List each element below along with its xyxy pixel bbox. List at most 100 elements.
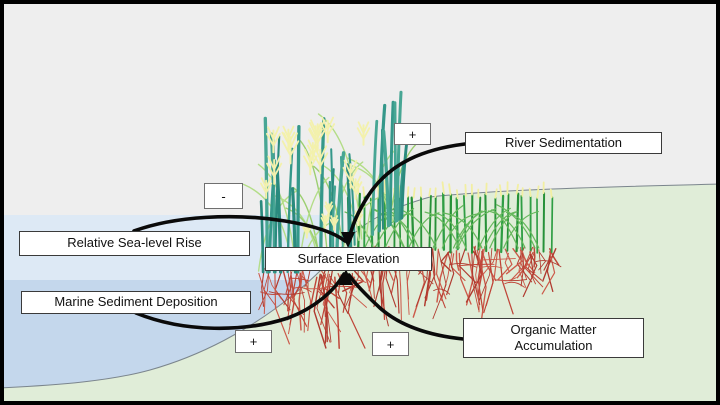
plant-stroke bbox=[326, 123, 336, 137]
plant-stroke bbox=[491, 209, 519, 249]
plant-stroke bbox=[357, 121, 365, 134]
node-relative-sea-level-rise-label: Relative Sea-level Rise bbox=[67, 235, 202, 251]
plant-stroke bbox=[299, 140, 329, 259]
plant-stroke bbox=[267, 126, 275, 141]
plant-stroke bbox=[330, 215, 335, 224]
plant-stroke bbox=[298, 270, 304, 331]
plant-stroke bbox=[518, 252, 527, 289]
arrow-organic-matter-accumulation bbox=[347, 273, 465, 341]
plant-stroke bbox=[542, 248, 557, 282]
plant-stroke bbox=[458, 252, 472, 305]
plant-stroke bbox=[515, 183, 519, 195]
plant-stroke bbox=[327, 201, 333, 210]
plant-stroke bbox=[321, 116, 329, 131]
plant-stroke bbox=[289, 140, 300, 157]
plant-stroke bbox=[542, 192, 546, 253]
plant-stroke bbox=[452, 209, 487, 249]
plant-stroke bbox=[498, 277, 517, 282]
node-organic-matter-accumulation-label: Organic Matter Accumulation bbox=[510, 321, 597, 353]
plant-stroke bbox=[319, 163, 360, 242]
plant-stroke bbox=[272, 132, 281, 147]
plant-stroke bbox=[260, 291, 282, 295]
plant-stroke bbox=[348, 153, 356, 246]
plant-stroke bbox=[356, 127, 365, 140]
plant-stroke bbox=[285, 271, 305, 316]
plant-stroke bbox=[263, 272, 277, 307]
plant-stroke bbox=[357, 214, 363, 223]
node-surface-elevation-label: Surface Elevation bbox=[297, 250, 400, 266]
plant-stroke bbox=[496, 204, 536, 249]
sign-relative-sea-level-rise: - bbox=[204, 183, 243, 209]
plant-stroke bbox=[302, 270, 312, 332]
plant-stroke bbox=[349, 166, 359, 182]
plant-stroke bbox=[541, 251, 556, 295]
plant-stroke bbox=[273, 162, 283, 178]
plant-stroke bbox=[479, 258, 516, 261]
plant-stroke bbox=[273, 155, 282, 171]
plant-stroke bbox=[504, 281, 525, 288]
plant-stroke bbox=[319, 152, 329, 168]
plant-stroke bbox=[428, 187, 432, 197]
plant-stroke bbox=[354, 175, 362, 188]
plant-stroke bbox=[533, 245, 536, 268]
plant-stroke bbox=[324, 217, 330, 226]
plant-stroke bbox=[432, 250, 447, 320]
sign-plus-label: + bbox=[386, 336, 395, 352]
plant-stroke bbox=[260, 182, 267, 194]
plant-stroke bbox=[441, 213, 480, 249]
plant-stroke bbox=[384, 208, 415, 249]
plant-stroke bbox=[436, 252, 449, 303]
plant-stroke bbox=[258, 270, 270, 311]
plant-stroke bbox=[281, 131, 290, 145]
plant-stroke bbox=[428, 194, 432, 253]
plant-stroke bbox=[471, 245, 481, 305]
node-marine-sediment-deposition-label: Marine Sediment Deposition bbox=[54, 294, 218, 310]
plant-stroke bbox=[282, 125, 290, 139]
plant-stroke bbox=[535, 260, 562, 268]
sign-plus-label: + bbox=[249, 334, 258, 349]
plant-stroke bbox=[448, 183, 452, 196]
node-marine-sediment-deposition: Marine Sediment Deposition bbox=[21, 291, 251, 314]
plant-stroke bbox=[326, 116, 334, 131]
plant-stroke bbox=[304, 149, 312, 163]
plant-stroke bbox=[274, 271, 290, 345]
sign-marine-sediment-deposition: + bbox=[235, 330, 272, 353]
plant-stroke bbox=[487, 210, 526, 249]
plant-stroke bbox=[393, 101, 398, 223]
sign-river-sedimentation: + bbox=[394, 123, 431, 145]
plant-stroke bbox=[309, 276, 318, 309]
plant-stroke bbox=[498, 248, 514, 315]
plant-stroke bbox=[309, 149, 317, 163]
plant-stroke bbox=[538, 252, 547, 271]
plant-stroke bbox=[289, 132, 298, 149]
plant-stroke bbox=[324, 201, 330, 210]
plant-stroke bbox=[433, 288, 451, 295]
plant-stroke bbox=[484, 193, 488, 253]
plant-stroke bbox=[324, 205, 330, 214]
plant-stroke bbox=[395, 90, 403, 223]
plant-stroke bbox=[522, 251, 535, 298]
plant-stroke bbox=[476, 249, 487, 325]
plant-stroke bbox=[371, 119, 379, 237]
plant-stroke bbox=[550, 196, 554, 254]
plant-stroke bbox=[333, 218, 339, 228]
plant-stroke bbox=[475, 246, 481, 304]
short-grass bbox=[344, 179, 554, 255]
plant-stroke bbox=[320, 273, 330, 326]
plant-stroke bbox=[362, 127, 371, 140]
plant-stroke bbox=[546, 251, 554, 293]
plant-stroke bbox=[301, 275, 309, 291]
plant-stroke bbox=[303, 286, 330, 290]
plant-stroke bbox=[523, 246, 544, 288]
sign-minus-label: - bbox=[221, 188, 226, 204]
plant-stroke bbox=[434, 212, 467, 249]
plant-stroke bbox=[260, 177, 267, 189]
plant-stroke bbox=[478, 207, 511, 249]
node-river-sedimentation-label: River Sedimentation bbox=[504, 134, 623, 150]
plant-stroke bbox=[362, 121, 370, 134]
plant-stroke bbox=[265, 177, 272, 189]
plant-stroke bbox=[290, 277, 310, 282]
plant-stroke bbox=[259, 199, 265, 274]
